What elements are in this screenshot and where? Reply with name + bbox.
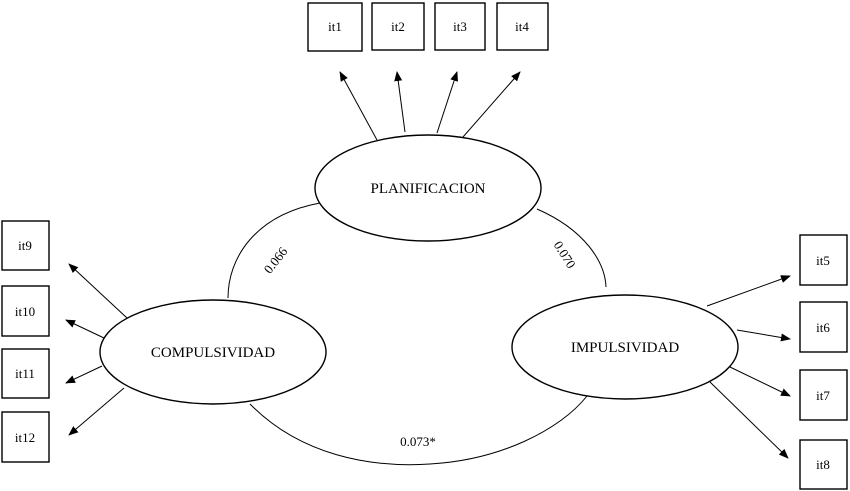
arrow-to-it9 <box>68 263 128 319</box>
correlation-label-planificacion-impulsividad: 0.070 <box>551 238 579 271</box>
item-box-it6: it6 <box>799 301 848 353</box>
arrow-to-it6 <box>736 329 791 342</box>
item-label-it10: it10 <box>15 304 35 319</box>
item-box-it3: it3 <box>434 2 486 51</box>
arrow-to-it3 <box>436 71 458 134</box>
arrow-to-it12 <box>68 387 125 436</box>
arrow-to-it11 <box>65 365 103 384</box>
item-box-it1: it1 <box>307 2 363 52</box>
arrow-to-it5 <box>706 275 791 307</box>
item-box-it5: it5 <box>799 234 848 286</box>
item-label-it6: it6 <box>816 320 830 335</box>
latent-planificacion-label: PLANIFICACION <box>370 181 485 197</box>
item-label-it9: it9 <box>18 238 32 253</box>
item-box-it9: it9 <box>1 220 50 271</box>
item-label-it1: it1 <box>328 19 342 34</box>
arrow-to-it8 <box>709 381 789 459</box>
latent-compulsividad: COMPULSIVIDAD <box>99 299 327 405</box>
latent-compulsividad-label: COMPULSIVIDAD <box>151 345 275 361</box>
arrow-to-it1 <box>339 71 378 141</box>
arc-planificacion-compulsividad <box>227 202 321 299</box>
item-box-it4: it4 <box>496 2 549 51</box>
correlation-label-planificacion-compulsividad: 0.066 <box>261 244 291 277</box>
item-label-it3: it3 <box>453 19 467 34</box>
item-box-it10: it10 <box>1 285 50 337</box>
correlation-label-compulsividad-impulsividad: 0.073* <box>400 434 436 449</box>
item-label-it12: it12 <box>15 430 35 445</box>
arrow-to-it2 <box>394 71 406 133</box>
arc-compulsividad-impulsividad <box>249 395 588 466</box>
item-label-it7: it7 <box>816 388 830 403</box>
item-box-it11: it11 <box>1 348 50 399</box>
item-label-it4: it4 <box>515 19 529 34</box>
item-box-it7: it7 <box>799 369 848 421</box>
item-box-it8: it8 <box>799 439 848 490</box>
arc-planificacion-impulsividad <box>536 208 607 288</box>
item-label-it2: it2 <box>391 19 405 34</box>
item-box-it2: it2 <box>371 2 425 51</box>
item-label-it8: it8 <box>816 457 830 472</box>
item-label-it5: it5 <box>816 253 830 268</box>
latent-impulsividad-label: IMPULSIVIDAD <box>571 340 680 356</box>
latent-impulsividad: IMPULSIVIDAD <box>511 294 739 400</box>
arrow-to-it7 <box>729 366 791 397</box>
item-box-it12: it12 <box>1 411 50 463</box>
item-label-it11: it11 <box>15 366 35 381</box>
arrow-to-it4 <box>462 71 521 138</box>
latent-planificacion: PLANIFICACION <box>314 134 542 242</box>
arrow-to-it10 <box>65 319 105 339</box>
